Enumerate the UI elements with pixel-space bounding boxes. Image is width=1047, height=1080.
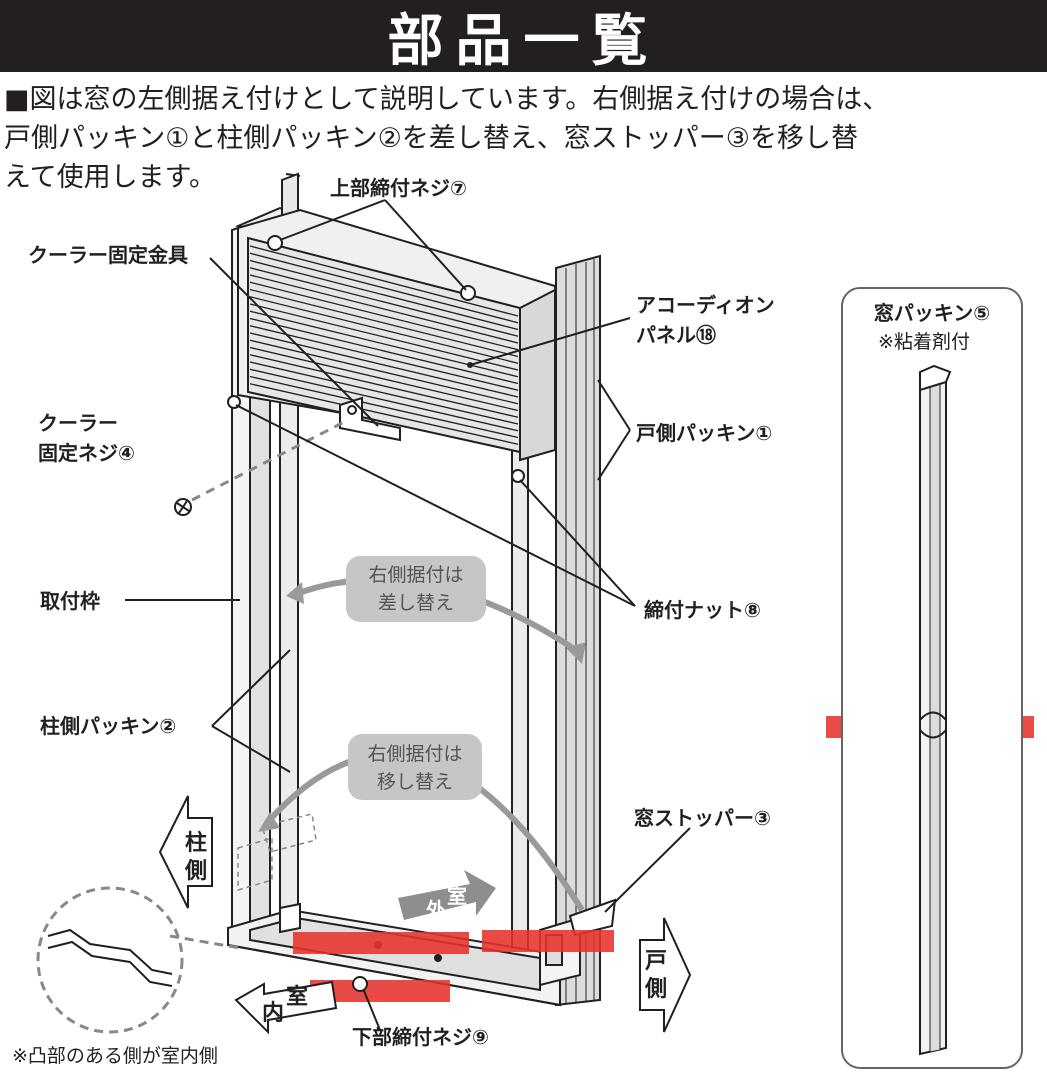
window-packing-strip <box>919 364 952 1056</box>
label-accordion-1: アコーディオン <box>636 293 775 317</box>
intro-line-2: 戸側パッキン①と柱側パッキン②を差し替え、窓ストッパー③を移し替 <box>4 123 858 154</box>
label-nut: 締付ナット⑧ <box>644 598 761 622</box>
accordion-rib <box>249 354 519 418</box>
accordion-rib <box>249 339 519 405</box>
label-cooler-bracket: クーラー固定金具 <box>28 243 188 267</box>
accordion-rib <box>249 303 519 371</box>
label-bottom-screw: 下部締付ネジ⑨ <box>352 1025 489 1049</box>
accordion-rib <box>249 281 519 351</box>
label-cooler-screw-1: クーラー <box>38 411 118 435</box>
window-packing-panel: 窓パッキン⑤ ※粘着剤付 <box>841 287 1023 1069</box>
swap-arrow-head-left <box>286 582 304 604</box>
label-accordion-2: パネル⑱ <box>636 323 716 347</box>
accordion-rib <box>249 252 519 324</box>
swap-arrow-head-right <box>566 642 586 664</box>
accordion-rib <box>249 346 519 412</box>
bottom-screw-icon <box>352 976 368 992</box>
move-arrow-head <box>258 812 280 832</box>
outdoor-arrow: 外 室 <box>398 870 496 922</box>
outdoor-text-2: 室 <box>447 884 467 908</box>
accordion-panel <box>237 208 556 462</box>
label-pillar-packing: 柱側パッキン② <box>40 714 176 738</box>
accordion-rib <box>249 383 519 445</box>
door-side-arrow: 戸 側 <box>639 917 692 1033</box>
accordion-rib <box>249 259 519 331</box>
swap-bubble-line-2: 差し替え <box>378 592 454 614</box>
intro-text: ■図は窓の左側据え付けとして説明しています。右側据え付けの場合は、 戸側パッキン… <box>4 80 1040 197</box>
accordion-rib <box>249 310 519 378</box>
accordion-rib <box>249 368 519 432</box>
accordion-rib <box>249 317 519 385</box>
door-packing-strip <box>555 254 601 1007</box>
move-bubble-line-2: 移し替え <box>377 771 453 793</box>
window-packing-title: 窓パッキン⑤ <box>874 301 990 325</box>
pillar-side-text-1: 柱 <box>185 831 207 856</box>
label-window-stopper: 窓ストッパー③ <box>634 806 771 830</box>
page-title: 部品一覧 <box>387 8 660 74</box>
pillar-side-text-2: 側 <box>184 859 207 884</box>
accordion-rib <box>249 288 519 358</box>
window-packing-note: ※粘着剤付 <box>878 331 970 353</box>
accordion-rib <box>249 245 519 317</box>
label-top-screw: 上部締付ネジ⑦ <box>330 176 467 200</box>
swap-bubble-line-1: 右側据付は <box>368 564 463 586</box>
indoor-text-2: 室 <box>286 984 308 1010</box>
accordion-rib <box>249 296 519 364</box>
label-cooler-screw-2: 固定ネジ④ <box>38 441 135 465</box>
label-frame: 取付枠 <box>40 589 100 613</box>
move-bubble: 右側据付は 移し替え <box>348 734 482 800</box>
intro-line-3: えて使用します。 <box>4 162 216 193</box>
cooler-screw-icon <box>174 498 192 516</box>
accordion-rib <box>249 375 519 439</box>
leader-lines <box>125 199 691 1031</box>
move-bubble-line-1: 右側据付は <box>367 743 462 765</box>
accordion-rib <box>249 274 519 344</box>
accordion-rib <box>249 267 519 337</box>
pillar-side-arrow: 柱 側 <box>158 795 213 909</box>
indoor-text-1: 内 <box>262 1001 284 1026</box>
outdoor-text-1: 外 <box>426 898 446 922</box>
door-side-text-2: 側 <box>644 977 667 1002</box>
nut-icon <box>227 395 525 483</box>
detail-zoom-circle <box>36 886 241 1034</box>
intro-line-1: ■図は窓の左側据え付けとして説明しています。右側据え付けの場合は、 <box>4 84 890 115</box>
label-door-packing: 戸側パッキン① <box>636 421 772 445</box>
indoor-arrow: 内 室 <box>234 980 338 1035</box>
door-side-text-1: 戸 <box>645 949 667 974</box>
stopper-ghost-dashed <box>237 813 317 892</box>
screw-path-dashed <box>191 418 349 502</box>
accordion-rib <box>249 325 519 391</box>
footnote: ※凸部のある側が室内側 <box>12 1045 218 1067</box>
accordion-rib <box>249 361 519 425</box>
header-bar: 部品一覧 <box>0 0 1047 74</box>
cooler-bracket <box>339 396 401 442</box>
swap-bubble: 右側据付は 差し替え <box>346 556 486 622</box>
